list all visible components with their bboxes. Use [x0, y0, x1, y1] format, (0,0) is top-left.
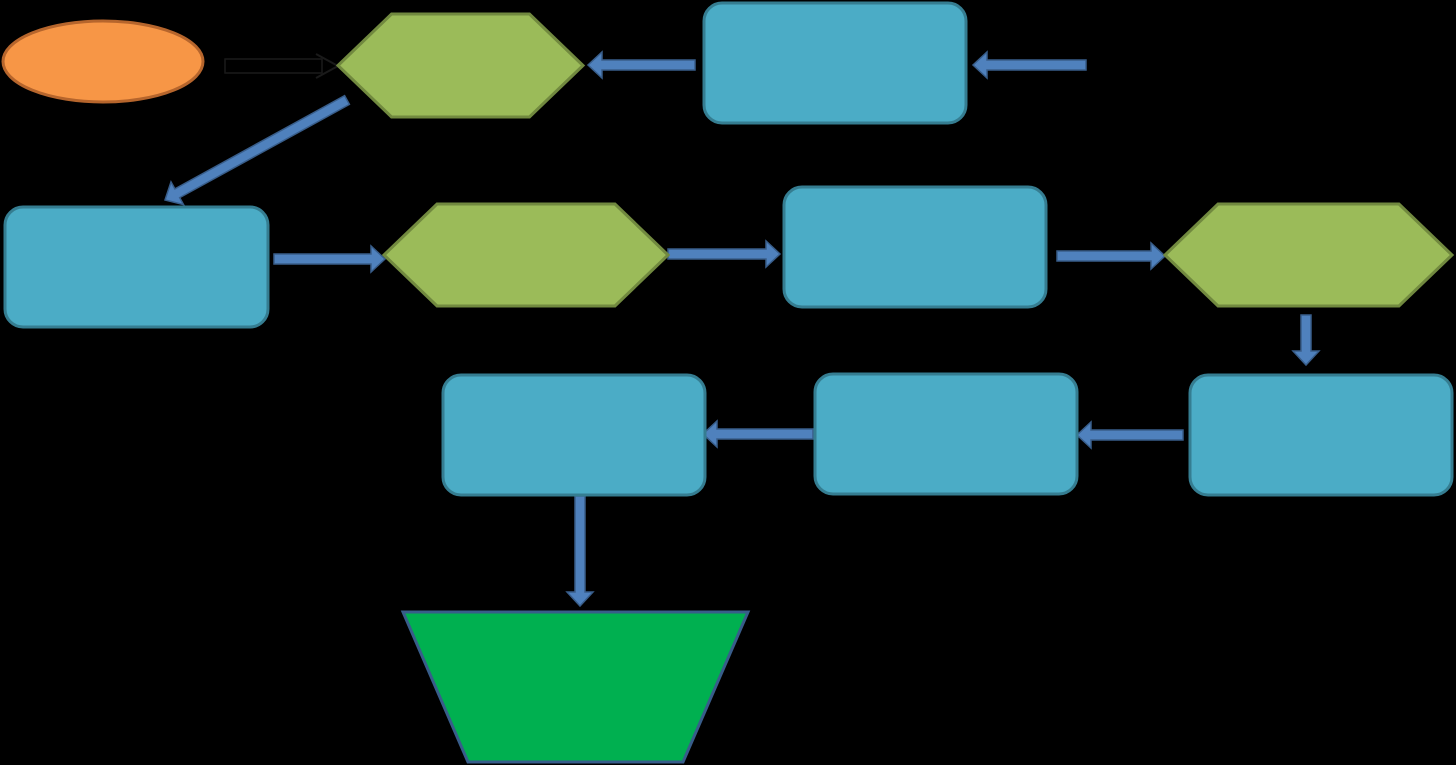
- node-hex-right: [1162, 202, 1455, 308]
- process-box: [702, 1, 968, 125]
- node-box-left: [3, 205, 270, 329]
- node-box-top: [702, 1, 968, 125]
- node-box-mid: [782, 185, 1048, 309]
- node-hex-top: [335, 12, 586, 119]
- node-box-bottom-mid: [813, 372, 1079, 496]
- connector-arrow: [1291, 314, 1321, 367]
- connector-arrow: [701, 419, 814, 449]
- node-box-bottom-right: [1188, 373, 1454, 497]
- connector-arrow: [586, 50, 696, 80]
- decision-hexagon: [1162, 202, 1455, 308]
- decision-hexagon: [381, 202, 671, 308]
- decision-hexagon: [335, 12, 586, 119]
- process-box: [3, 205, 270, 329]
- node-end: [400, 610, 751, 764]
- connector-arrow: [1075, 420, 1184, 450]
- start-ellipse: [1, 19, 205, 104]
- end-trapezoid: [400, 610, 751, 764]
- connector-arrow: [971, 50, 1087, 80]
- connector-arrow: [273, 244, 387, 274]
- connector-arrow: [1056, 241, 1167, 271]
- process-box: [441, 373, 707, 497]
- node-hex-mid: [381, 202, 671, 308]
- node-box-bottom-left: [441, 373, 707, 497]
- edges-layer: [164, 50, 1321, 608]
- process-box: [1188, 373, 1454, 497]
- node-start: [1, 19, 205, 104]
- process-box: [782, 185, 1048, 309]
- process-box: [813, 372, 1079, 496]
- connector-arrow: [164, 94, 351, 206]
- connector-arrow: [565, 495, 595, 608]
- connector-arrow: [667, 239, 782, 269]
